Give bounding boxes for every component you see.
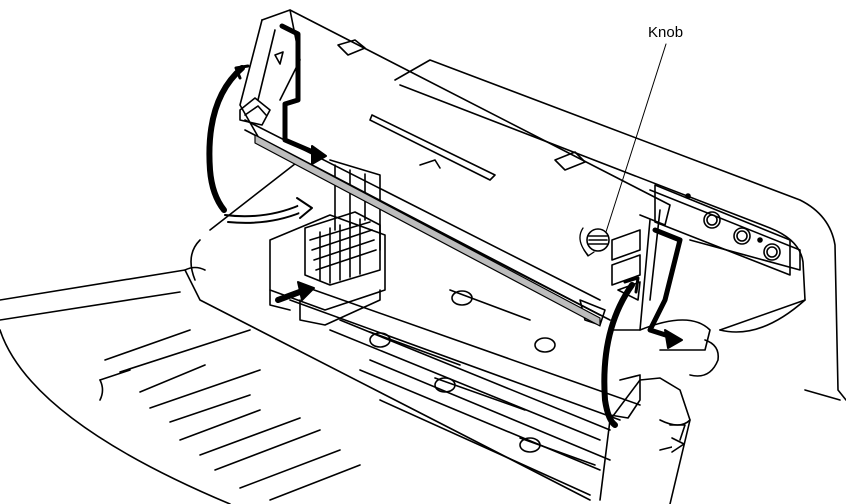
knob-leader-line xyxy=(605,43,667,233)
ribbon-cartridge xyxy=(239,9,671,331)
panel-led-2 xyxy=(757,237,763,243)
knob-icon xyxy=(579,227,610,257)
panel-button-1 xyxy=(703,211,721,229)
knob-label: Knob xyxy=(648,24,683,41)
roller-2 xyxy=(534,337,556,353)
release-lever xyxy=(599,319,720,504)
panel-button-2 xyxy=(733,227,751,245)
panel-button-3 xyxy=(763,243,781,261)
platen-assembly xyxy=(289,284,641,496)
motion-arrows xyxy=(206,23,685,453)
roller-1 xyxy=(451,290,473,306)
roller-4 xyxy=(434,377,456,393)
ribbon-strip xyxy=(254,134,601,327)
printer-body xyxy=(190,59,846,401)
control-panel xyxy=(654,184,791,276)
paper-support xyxy=(0,266,591,504)
panel-led-1 xyxy=(685,193,691,199)
print-head xyxy=(269,159,386,326)
